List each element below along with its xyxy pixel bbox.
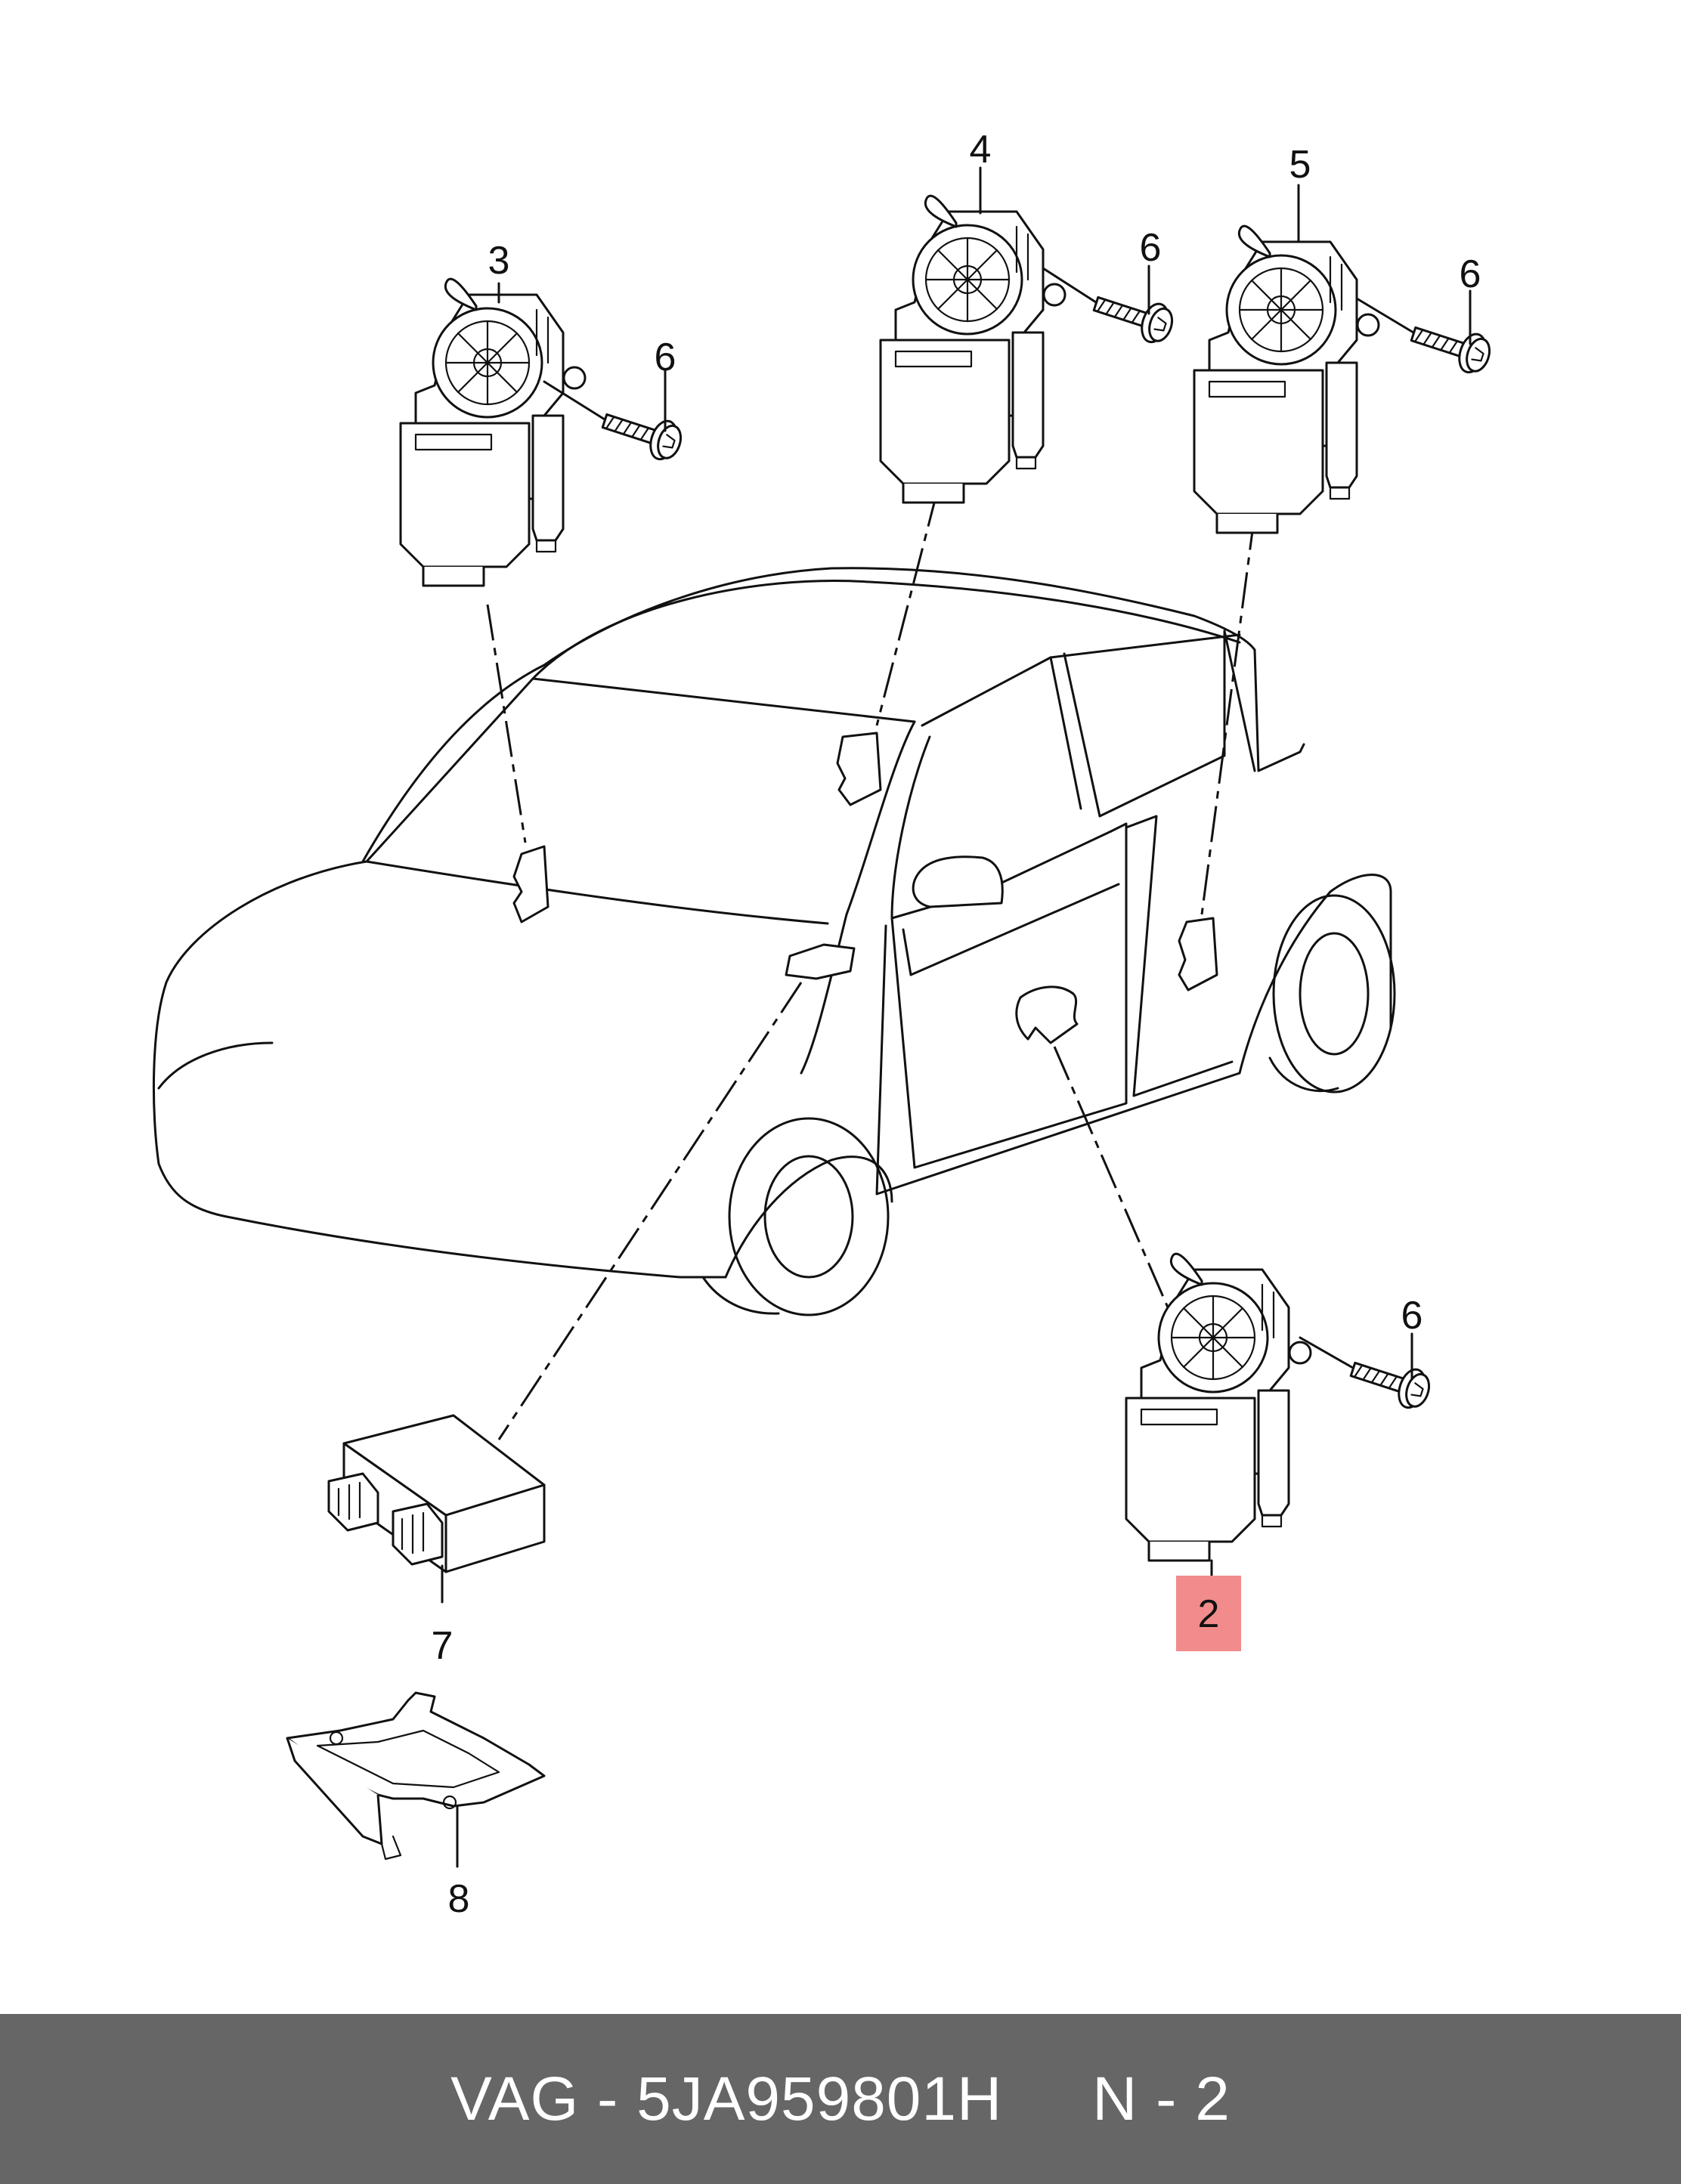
selected-part-highlight <box>1176 1576 1241 1651</box>
marker-rear-right-door <box>1178 917 1218 991</box>
callout-5[interactable]: 5 <box>1289 143 1311 187</box>
window-motor-5 <box>1193 224 1380 534</box>
bolt-6d <box>1345 1349 1435 1414</box>
part-number-label: VAG - 5JA959801H N - 2 <box>450 2064 1231 2133</box>
callout-7[interactable]: 7 <box>432 1624 454 1668</box>
window-motor-4 <box>879 194 1066 504</box>
mounting-bracket <box>286 1691 546 1861</box>
bolt-6c <box>1406 314 1496 379</box>
callout-4[interactable]: 4 <box>970 128 992 172</box>
car-outline <box>152 567 1396 1316</box>
callout-3[interactable]: 3 <box>488 239 510 283</box>
leader-lines <box>486 490 1256 1440</box>
callout-leaders <box>441 166 1472 1868</box>
callout-6-motor-4[interactable]: 6 <box>1140 226 1162 270</box>
bolt-6b <box>1088 283 1178 348</box>
callout-8[interactable]: 8 <box>448 1877 470 1921</box>
control-unit <box>327 1414 546 1573</box>
callout-2[interactable]: 2 <box>1198 1592 1220 1636</box>
window-motor-2 <box>1125 1252 1312 1562</box>
parts-diagram: 2 3 4 5 6 6 6 6 7 8 <box>152 128 1496 1921</box>
callout-6-motor-5[interactable]: 6 <box>1460 252 1481 296</box>
callout-6-motor-3[interactable]: 6 <box>655 336 676 379</box>
window-motor-3 <box>399 277 587 587</box>
callout-6-motor-2[interactable]: 6 <box>1401 1294 1423 1338</box>
bolt-6a <box>597 401 687 466</box>
marker-front-left-door <box>512 845 549 923</box>
marker-rear-left-door <box>836 732 882 806</box>
marker-control-unit <box>785 943 856 980</box>
marker-front-door <box>1015 985 1079 1044</box>
part-footer-bar: VAG - 5JA959801H N - 2 <box>0 2014 1681 2184</box>
